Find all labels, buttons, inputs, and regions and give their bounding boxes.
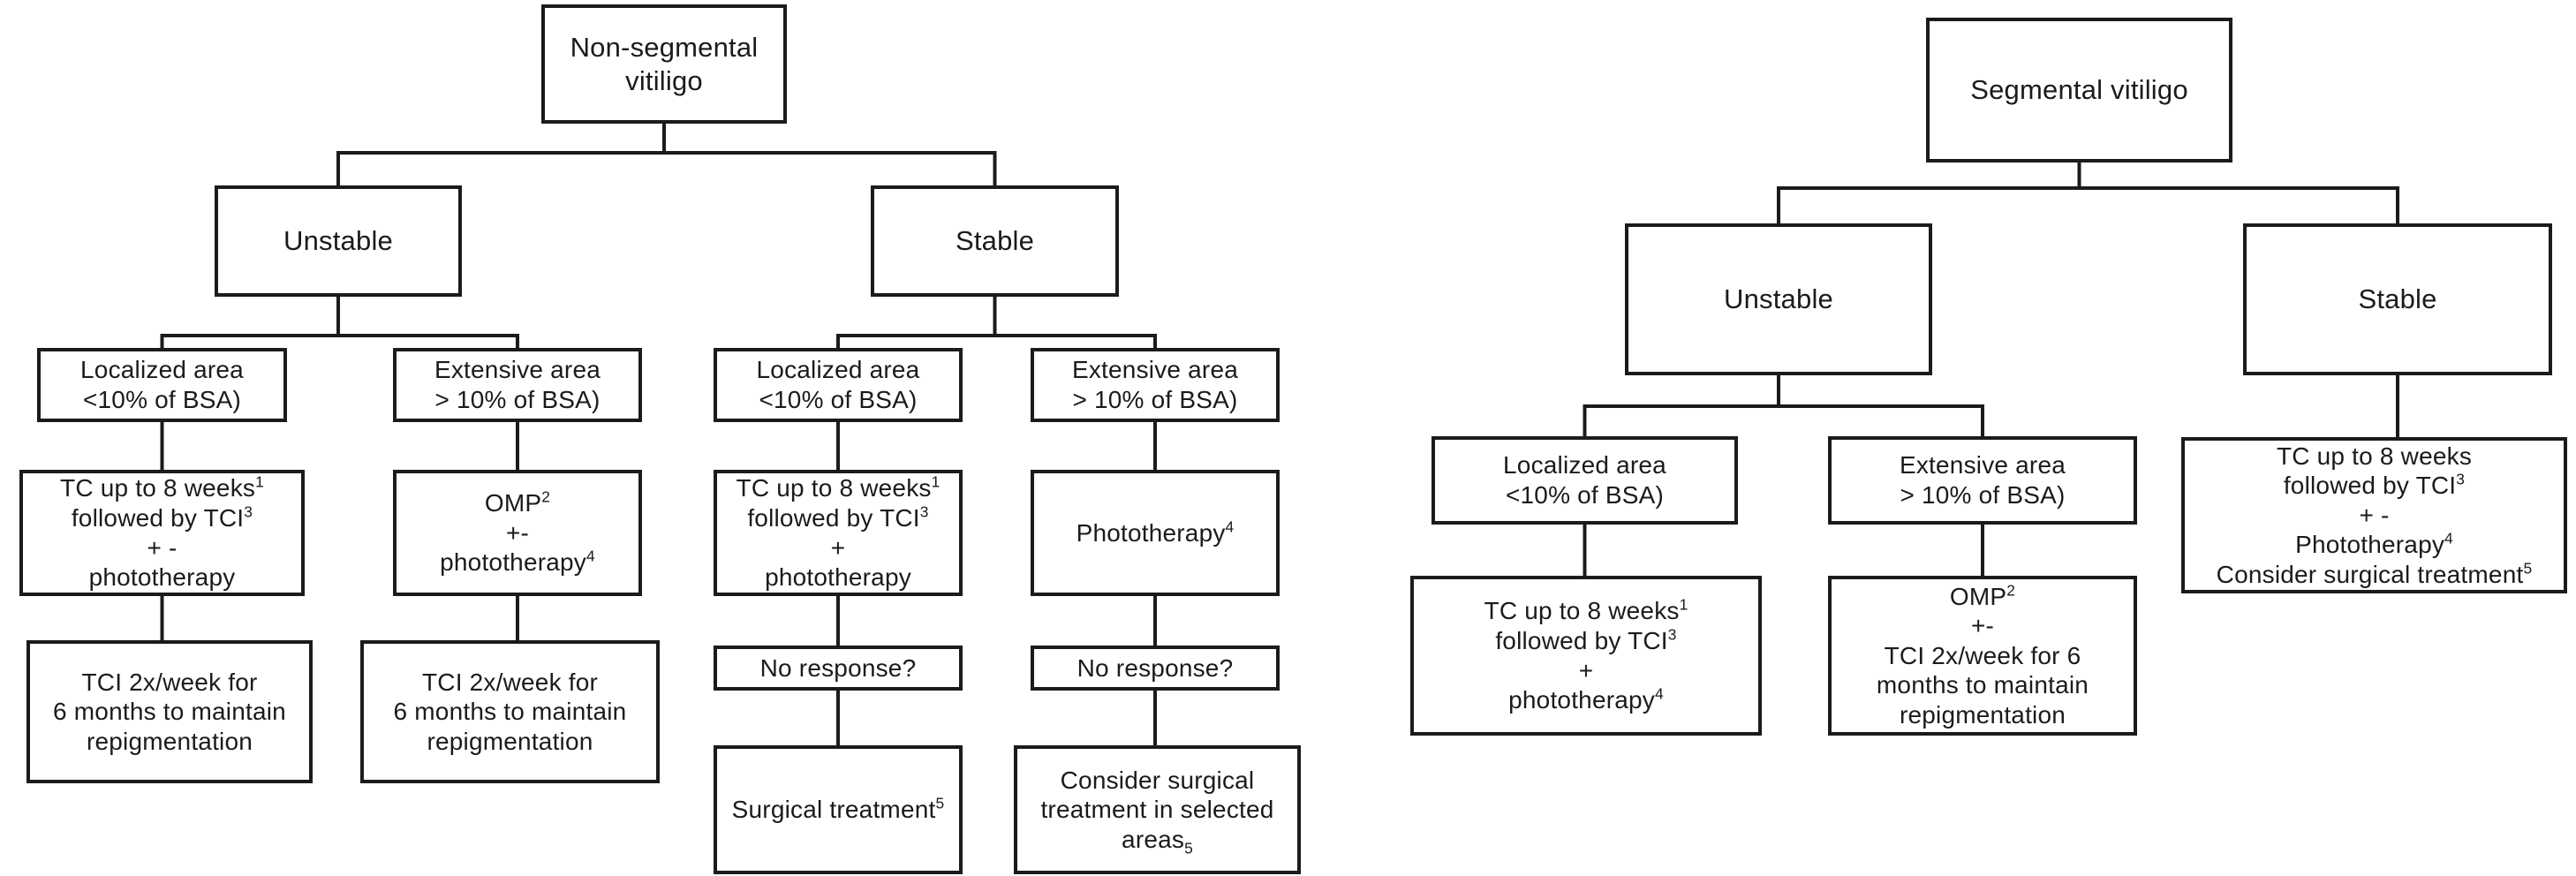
flow-node-nsv-stable: Stable (871, 185, 1119, 297)
flow-node-text-line: Localized area (80, 356, 244, 384)
flow-node-nsv-s-loc: Localized area<10% of BSA) (714, 348, 963, 422)
flow-node-text-line: Localized area (756, 356, 920, 384)
flow-node-text-line: TCI 2x/week for (421, 668, 599, 696)
flow-node-text-line: repigmentation (86, 727, 253, 755)
flow-node-text-line: 6 months to maintain (53, 698, 286, 726)
flow-node-nsv-s-ext: Extensive area> 10% of BSA) (1031, 348, 1280, 422)
flow-node-sv-unstable: Unstable (1625, 223, 1932, 375)
flow-node-text-line: Phototherapy4 (2295, 529, 2453, 559)
reference-superscript: 1 (255, 472, 264, 491)
reference-subscript: 5 (1184, 839, 1193, 857)
flow-node-text-line: + - (2359, 501, 2390, 529)
flow-node-nsv-u-loc: Localized area<10% of BSA) (37, 348, 287, 422)
flow-node-text-line: repigmentation (427, 727, 593, 755)
reference-superscript: 4 (2444, 529, 2453, 548)
flow-node-text-line: 6 months to maintain (393, 698, 627, 726)
flow-node-text-line: repigmentation (1899, 700, 2066, 729)
flow-node-text-line: +- (1970, 612, 1995, 640)
flow-node-text-line: Segmental vitiligo (1970, 74, 2188, 106)
flow-node-text-line: Consider surgical (1060, 766, 1255, 794)
flow-node-text-line: Surgical treatment5 (731, 794, 945, 824)
flow-node-sv-ext: Extensive area> 10% of BSA) (1828, 436, 2137, 525)
flow-node-text-line: No response? (759, 653, 917, 682)
reference-superscript: 3 (1667, 625, 1677, 644)
flow-node-text-line: phototherapy (88, 563, 236, 592)
flow-node-text-line: followed by TCI3 (1495, 625, 1677, 654)
reference-superscript: 5 (2523, 559, 2533, 578)
flow-node-text-line: TC up to 8 weeks1 (1484, 595, 1688, 625)
flow-node-text-line: OMP2 (1949, 581, 2016, 610)
reference-superscript: 3 (2456, 470, 2466, 488)
flow-node-sv-stable: Stable (2243, 223, 2552, 375)
flow-node-text-line: <10% of BSA) (759, 386, 918, 413)
flow-node-text-line: <10% of BSA) (1505, 481, 1665, 509)
reference-superscript: 2 (541, 487, 551, 506)
flow-node-text-line: + (1578, 656, 1594, 684)
flow-node-text-line: OMP2 (484, 487, 551, 517)
flow-node-text-line: Phototherapy4 (1076, 517, 1235, 547)
flow-node-nsv-s-loc-surg: Surgical treatment5 (714, 745, 963, 874)
flow-node-text-line: followed by TCI3 (747, 502, 929, 532)
reference-superscript: 1 (931, 472, 941, 491)
flow-node-text-line: followed by TCI3 (71, 502, 253, 532)
flow-node-text-line: phototherapy4 (1508, 684, 1664, 714)
flow-node-text-line: treatment in selected (1040, 796, 1274, 824)
flow-node-text-line: phototherapy (765, 563, 911, 592)
reference-superscript: 3 (244, 502, 253, 521)
flow-node-nsv-unstable: Unstable (215, 185, 462, 297)
flow-node-nsv-s-ext-nr: No response? (1031, 646, 1280, 691)
flow-node-nsv-s-ext-tx: Phototherapy4 (1031, 470, 1280, 596)
flow-node-sv-loc: Localized area<10% of BSA) (1432, 436, 1738, 525)
flow-node-text-line: Unstable (1724, 283, 1833, 315)
reference-superscript: 4 (1225, 517, 1235, 536)
reference-superscript: 1 (1679, 595, 1688, 614)
flow-node-text-line: Consider surgical treatment5 (2216, 559, 2533, 588)
flow-node-text-line: > 10% of BSA) (1900, 481, 2066, 509)
flow-node-text-line: Unstable (283, 225, 393, 257)
reference-superscript: 4 (586, 547, 595, 565)
reference-superscript: 5 (935, 794, 945, 812)
flow-node-text-line: TC up to 8 weeks1 (736, 472, 941, 502)
flow-node-text-line: + (830, 533, 846, 562)
flow-node-text-line: > 10% of BSA) (1072, 386, 1238, 413)
flow-node-text-line: Extensive area (1071, 356, 1238, 384)
flow-node-nsv-u-ext-tx: OMP2+-phototherapy4 (393, 470, 642, 596)
reference-superscript: 4 (1655, 684, 1664, 703)
flow-node-text-line: areas5 (1122, 825, 1193, 857)
flow-node-text-line: Extensive area (1899, 451, 2066, 480)
flow-node-text-line: +- (505, 518, 530, 547)
flow-node-text-line: phototherapy4 (440, 547, 595, 577)
flow-node-text-line: vitiligo (625, 64, 703, 96)
flow-node-text-line: followed by TCI3 (2283, 470, 2466, 500)
flow-node-text-line: Extensive area (434, 356, 601, 384)
flow-node-text-line: Localized area (1503, 451, 1666, 480)
flow-node-text-line: TCI 2x/week for 6 (1884, 641, 2081, 669)
flow-node-text-line: TC up to 8 weeks1 (60, 472, 264, 502)
flow-node-text-line: No response? (1076, 653, 1234, 682)
flow-node-text-line: + - (147, 533, 178, 562)
flow-node-text-line: <10% of BSA) (82, 386, 242, 413)
flow-node-sv-root: Segmental vitiligo (1926, 18, 2232, 162)
flow-node-text-line: Stable (2358, 283, 2437, 315)
flow-node-text-line: months to maintain (1876, 671, 2089, 699)
reference-superscript: 2 (2006, 581, 2016, 600)
flow-node-nsv-s-loc-nr: No response? (714, 646, 963, 691)
flow-node-text-line: Stable (955, 225, 1035, 257)
flow-node-text-line: Non-segmental (570, 32, 759, 64)
flow-node-text-line: TC up to 8 weeks (2276, 442, 2473, 470)
flow-node-nsv-u-ext: Extensive area> 10% of BSA) (393, 348, 642, 422)
flow-node-text-line: TCI 2x/week for (81, 668, 258, 696)
flow-node-text-line: > 10% of BSA) (434, 386, 601, 413)
reference-superscript: 3 (919, 502, 929, 521)
